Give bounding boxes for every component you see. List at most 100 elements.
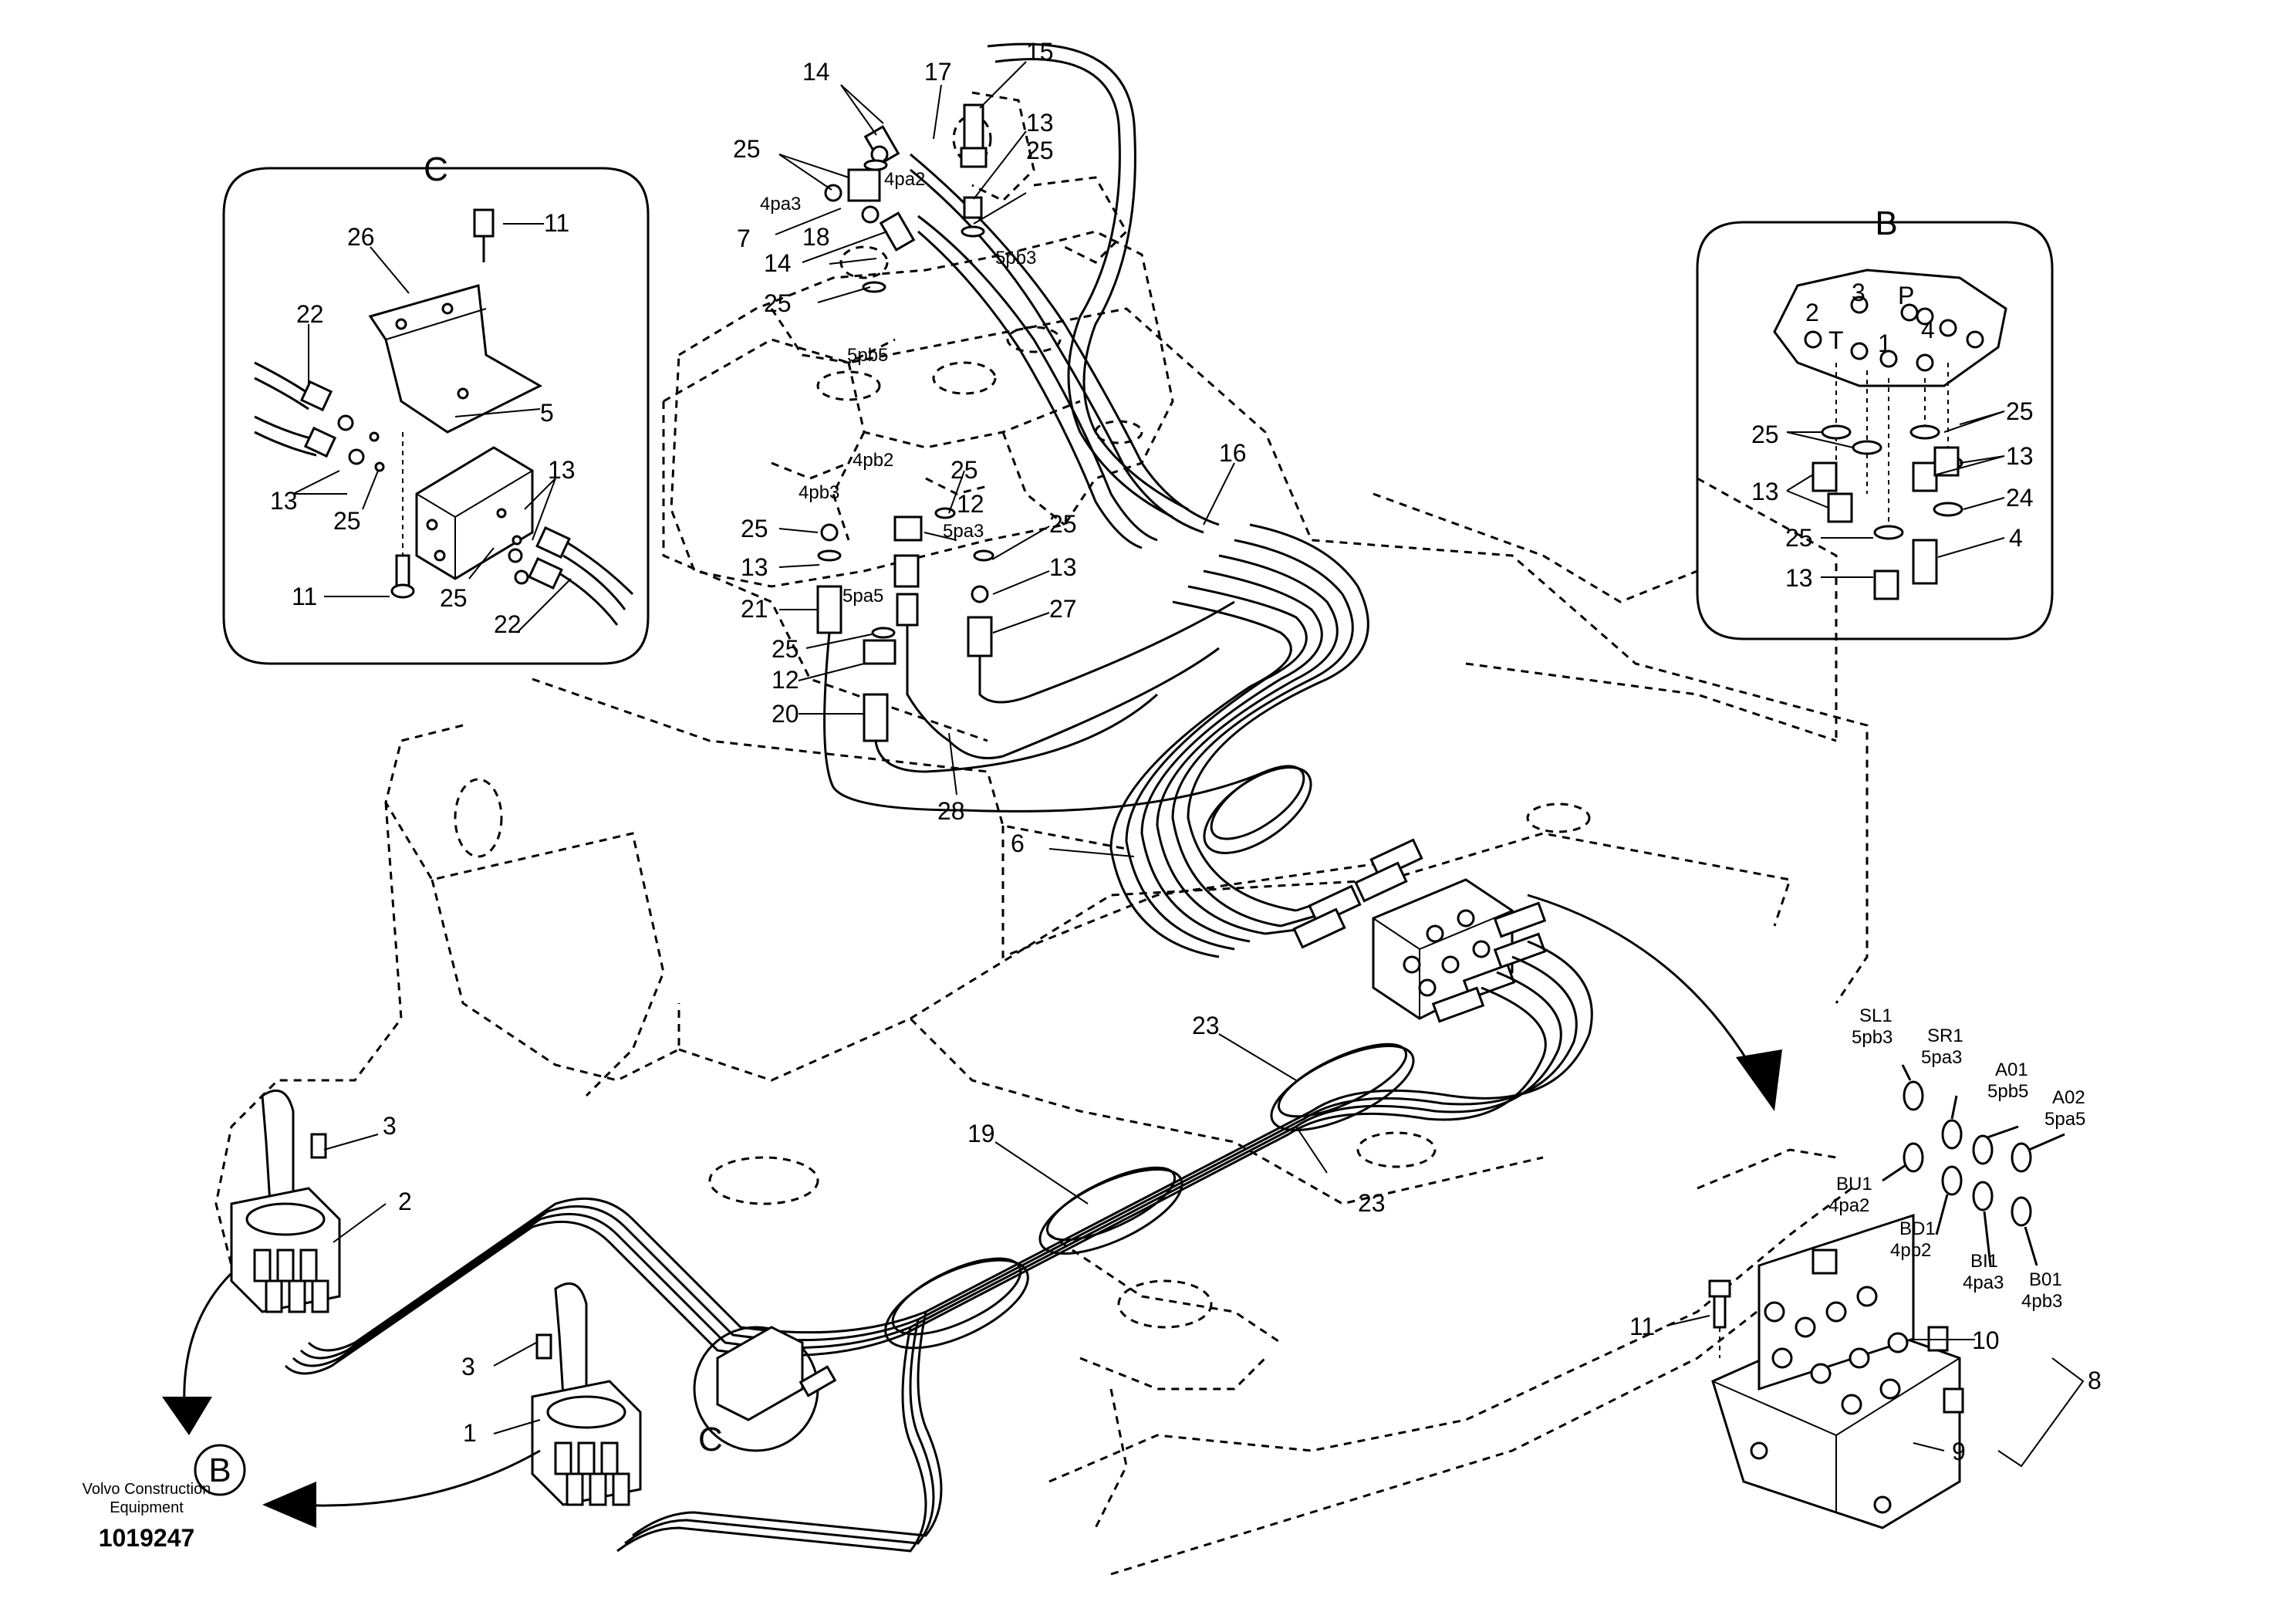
callout-24: 24 (2006, 484, 2034, 512)
callout-22-c-left: 22 (296, 300, 324, 328)
view-c-marker-text: C (698, 1421, 723, 1458)
callout-3-upper: 3 (383, 1112, 397, 1140)
callout-13-c-left: 13 (270, 487, 298, 515)
right-joystick (531, 1282, 642, 1506)
callout-18: 18 (802, 223, 830, 251)
hose-harness (284, 523, 1593, 1553)
callout-13-c-right: 13 (548, 456, 576, 484)
main-control-valve (670, 91, 1174, 588)
callout-13-top: 13 (1026, 109, 1054, 137)
callout-11-c-top: 11 (544, 209, 569, 237)
conn-code-bd1: BD1 (1899, 1218, 1936, 1239)
callout-1: 1 (463, 1419, 477, 1447)
callout-labels: 14 17 15 25 13 25 4pa3 4pa2 7 18 14 5pb3… (383, 38, 2102, 1465)
main-leader-lines (323, 61, 1328, 1434)
callout-25-b-right: 25 (2006, 397, 2034, 425)
brand-line-2: Equipment (110, 1499, 184, 1516)
direction-arrows (162, 894, 1782, 1528)
callout-12-lower: 12 (772, 666, 799, 694)
conn-code-b01: B01 (2029, 1269, 2062, 1290)
view-b-marker (194, 1444, 246, 1496)
pilot-port-1: 1 (1878, 329, 1892, 357)
port-4pb3: 4pb3 (799, 482, 839, 503)
callout-5: 5 (540, 399, 554, 427)
callout-17: 17 (924, 58, 952, 86)
callout-25-b-bottom: 25 (1785, 524, 1813, 552)
conn-port-sl1: 5pb3 (1852, 1027, 1893, 1048)
callout-11-c-bottom: 11 (292, 583, 317, 610)
callout-14-mid: 14 (764, 249, 792, 277)
callout-14-top: 14 (802, 58, 830, 86)
conn-code-bi1: BI1 (1970, 1251, 1998, 1272)
callout-26: 26 (347, 223, 375, 251)
callout-25-mid: 25 (764, 289, 792, 317)
callout-25-c-bottom: 25 (440, 584, 468, 612)
callout-22-c-right: 22 (494, 610, 522, 638)
port-4pa2: 4pa2 (884, 169, 925, 190)
conn-code-sr1: SR1 (1927, 1026, 1963, 1046)
callout-13-b-left: 13 (1751, 478, 1779, 505)
valve-port-fittings (816, 507, 1266, 813)
callout-25-c-left: 25 (333, 507, 361, 535)
callout-25-lower: 25 (772, 635, 799, 663)
conn-port-a02: 5pa5 (2044, 1109, 2085, 1130)
callout-27: 27 (1049, 595, 1077, 623)
port-5pb5: 5pb5 (847, 345, 888, 366)
junction-block-assembly (1666, 1064, 2085, 1529)
pilot-port-2: 2 (1805, 299, 1819, 326)
conn-code-sl1: SL1 (1859, 1005, 1893, 1026)
detail-view-b: B 2 3 P 4 T 1 (1696, 204, 2054, 640)
callout-25-top: 25 (733, 135, 761, 163)
conn-code-a02: A02 (2052, 1087, 2085, 1108)
conn-code-bu1: BU1 (1836, 1174, 1872, 1195)
pilot-port-p: P (1898, 282, 1914, 309)
callout-12-top: 12 (957, 490, 984, 518)
callout-13-b-right: 13 (2006, 442, 2034, 470)
callout-8: 8 (2088, 1367, 2102, 1394)
callout-16: 16 (1219, 439, 1247, 467)
conn-port-bd1: 4pb2 (1890, 1240, 1931, 1261)
callout-23-top: 23 (1192, 1012, 1220, 1039)
machine-frame-outline (214, 307, 1869, 1576)
callout-15: 15 (1026, 38, 1054, 66)
conn-port-a01: 5pb5 (1987, 1081, 2028, 1102)
conn-port-sr1: 5pa3 (1921, 1047, 1962, 1068)
callout-13-b-bottom: 13 (1785, 564, 1813, 592)
callout-25-b-left: 25 (1751, 421, 1779, 448)
callout-13-right: 13 (1049, 553, 1077, 581)
callout-11-block: 11 (1629, 1313, 1655, 1340)
port-4pa3-top: 4pa3 (760, 194, 801, 215)
conn-port-bi1: 4pa3 (1963, 1272, 2004, 1293)
view-b-title: B (1875, 204, 1897, 242)
footer: Volvo Construction Equipment 1019247 (83, 1481, 211, 1552)
conn-code-a01: A01 (1995, 1059, 2028, 1080)
callout-23-bottom: 23 (1358, 1189, 1386, 1217)
detail-view-c: C (222, 150, 650, 665)
callout-25-right: 25 (1026, 137, 1054, 164)
callout-28: 28 (937, 797, 965, 825)
callout-9: 9 (1952, 1438, 1966, 1465)
callout-4: 4 (2009, 524, 2023, 552)
callout-25-12: 25 (950, 456, 978, 484)
callout-3-lower: 3 (461, 1353, 475, 1380)
connection-code-table: SL1 5pb3 SR1 5pa3 A01 5pb5 A02 5pa5 BU1 … (1828, 1005, 2085, 1312)
drawing-number: 1019247 (99, 1524, 195, 1552)
conn-port-b01: 4pb3 (2021, 1291, 2062, 1312)
pilot-port-4: 4 (1921, 316, 1935, 343)
brand-line-1: Volvo Construction (83, 1481, 211, 1498)
callout-13-left: 13 (741, 553, 768, 581)
port-5pa5: 5pa5 (842, 586, 883, 607)
port-4pb2: 4pb2 (853, 450, 893, 471)
pilot-port-t: T (1828, 326, 1844, 354)
callout-2: 2 (398, 1188, 412, 1215)
callout-10: 10 (1972, 1326, 2000, 1354)
left-joystick (230, 1089, 341, 1313)
callout-21: 21 (741, 595, 768, 623)
port-5pa3: 5pa3 (943, 521, 984, 542)
port-5pb3: 5pb3 (995, 248, 1036, 269)
callout-19: 19 (967, 1120, 995, 1147)
callout-20: 20 (772, 700, 799, 728)
callout-6: 6 (1011, 830, 1025, 857)
view-b-marker-text: B (208, 1451, 231, 1489)
